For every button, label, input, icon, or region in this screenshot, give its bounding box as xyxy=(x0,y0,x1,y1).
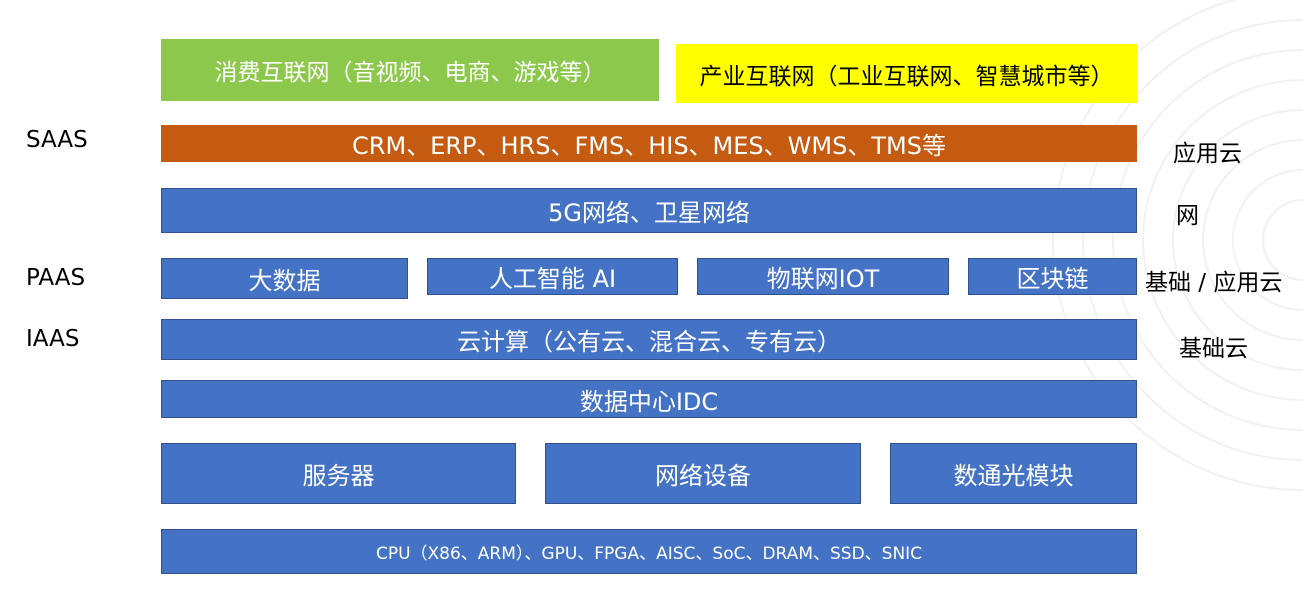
optical-module-box: 数通光模块 xyxy=(890,443,1137,504)
ai-label: 人工智能 AI xyxy=(488,265,617,293)
iot-box: 物联网IOT xyxy=(697,258,949,295)
iaas-label: IAAS xyxy=(26,326,80,352)
network-equipment-label: 网络设备 xyxy=(655,462,751,490)
industrial-internet-label: 产业互联网（工业互联网、智慧城市等） xyxy=(699,63,1114,90)
decorative-arcs xyxy=(1052,0,1303,491)
iot-label: 物联网IOT xyxy=(766,265,880,293)
consumer-internet-box: 消费互联网（音视频、电商、游戏等） xyxy=(161,39,659,101)
net-label: 网 xyxy=(1176,203,1199,229)
app-cloud-label: 应用云 xyxy=(1173,141,1242,167)
blockchain-box: 区块链 xyxy=(968,258,1137,295)
big-data-box: 大数据 xyxy=(161,258,408,299)
network-equipment-box: 网络设备 xyxy=(545,443,861,504)
idc-box: 数据中心IDC xyxy=(161,380,1137,418)
big-data-label: 大数据 xyxy=(248,267,321,295)
server-box: 服务器 xyxy=(161,443,516,504)
consumer-internet-label: 消费互联网（音视频、电商、游戏等） xyxy=(214,60,606,86)
network-label: 5G网络、卫星网络 xyxy=(548,199,750,227)
saas-apps-box: CRM、ERP、HRS、FMS、HIS、MES、WMS、TMS等 xyxy=(161,125,1137,162)
optical-module-label: 数通光模块 xyxy=(953,462,1074,490)
blockchain-label: 区块链 xyxy=(1016,265,1089,293)
paas-label: PAAS xyxy=(26,265,86,291)
server-label: 服务器 xyxy=(302,462,375,490)
chips-label: CPU（X86、ARM）、GPU、FPGA、AISC、SoC、DRAM、SSD、… xyxy=(375,544,923,564)
industrial-internet-box: 产业互联网（工业互联网、智慧城市等） xyxy=(676,44,1137,103)
chips-box: CPU（X86、ARM）、GPU、FPGA、AISC、SoC、DRAM、SSD、… xyxy=(161,529,1137,574)
network-box: 5G网络、卫星网络 xyxy=(161,188,1137,233)
base-cloud-label: 基础云 xyxy=(1179,336,1248,362)
cloud-computing-label: 云计算（公有云、混合云、专有云） xyxy=(457,328,841,356)
idc-label: 数据中心IDC xyxy=(579,387,719,416)
saas-apps-label: CRM、ERP、HRS、FMS、HIS、MES、WMS、TMS等 xyxy=(352,132,946,160)
base-app-cloud-label: 基础 / 应用云 xyxy=(1145,270,1283,296)
ai-box: 人工智能 AI xyxy=(427,258,678,295)
saas-label: SAAS xyxy=(26,127,88,153)
cloud-computing-box: 云计算（公有云、混合云、专有云） xyxy=(161,319,1137,360)
